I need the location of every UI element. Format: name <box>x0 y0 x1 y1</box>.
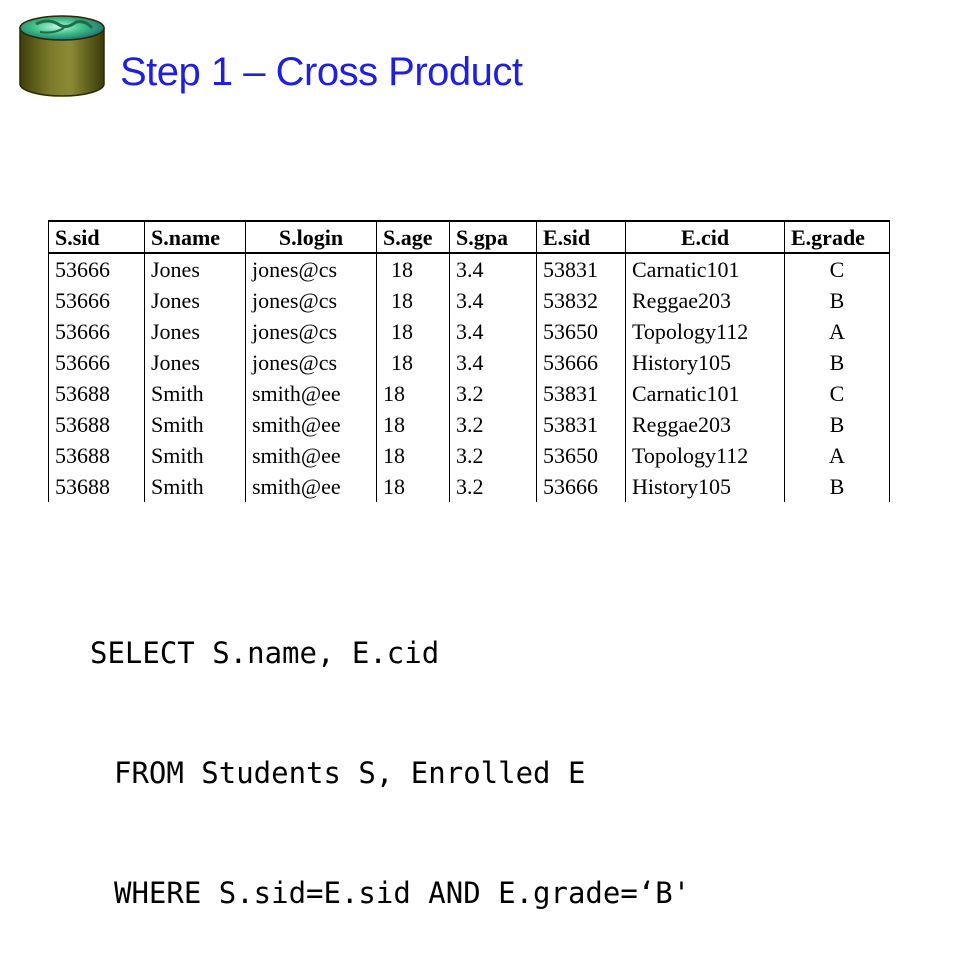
cell-e-sid: 53831 <box>536 409 626 440</box>
database-cylinder-icon <box>19 15 105 97</box>
cell-s-age: 18 <box>376 347 450 378</box>
table-row: 53688 Smith smith@ee 18 3.2 53650 Topolo… <box>48 440 890 471</box>
cell-s-age: 18 <box>376 471 450 502</box>
column-header-s-sid: S.sid <box>48 221 145 253</box>
cell-s-name: Jones <box>144 347 246 378</box>
cell-s-name: Smith <box>144 378 246 409</box>
table-header-row: S.sid S.name S.login S.age S.gpa E.sid E… <box>48 221 890 253</box>
cell-e-sid: 53650 <box>536 440 626 471</box>
cell-s-gpa: 3.2 <box>449 378 537 409</box>
cell-e-sid: 53650 <box>536 316 626 347</box>
cell-s-sid: 53666 <box>48 347 145 378</box>
cell-s-age: 18 <box>376 285 450 316</box>
cell-s-age: 18 <box>376 378 450 409</box>
cell-e-grade: A <box>784 316 890 347</box>
cell-s-sid: 53666 <box>48 316 145 347</box>
table-row: 53666 Jones jones@cs 18 3.4 53832 Reggae… <box>48 285 890 316</box>
cell-s-login: smith@ee <box>245 409 377 440</box>
cell-e-cid: Carnatic101 <box>625 253 785 285</box>
column-header-s-age: S.age <box>376 221 450 253</box>
column-header-s-name: S.name <box>144 221 246 253</box>
cell-e-grade: C <box>784 378 890 409</box>
cell-e-cid: Reggae203 <box>625 285 785 316</box>
cell-s-name: Smith <box>144 440 246 471</box>
table-row: 53688 Smith smith@ee 18 3.2 53831 Carnat… <box>48 378 890 409</box>
cell-s-gpa: 3.2 <box>449 409 537 440</box>
cell-e-cid: Topology112 <box>625 440 785 471</box>
cell-s-gpa: 3.2 <box>449 440 537 471</box>
cell-s-age: 18 <box>376 409 450 440</box>
table-row: 53688 Smith smith@ee 18 3.2 53831 Reggae… <box>48 409 890 440</box>
cell-s-sid: 53688 <box>48 440 145 471</box>
column-header-e-sid: E.sid <box>536 221 626 253</box>
cell-e-grade: C <box>784 253 890 285</box>
cell-s-gpa: 3.4 <box>449 285 537 316</box>
cell-e-sid: 53666 <box>536 471 626 502</box>
cell-s-name: Jones <box>144 253 246 285</box>
slide-title: Step 1 – Cross Product <box>120 50 523 94</box>
sql-line-from: FROM Students S, Enrolled E <box>114 756 586 790</box>
cell-e-sid: 53666 <box>536 347 626 378</box>
column-header-s-login: S.login <box>245 221 377 253</box>
table-row: 53666 Jones jones@cs 18 3.4 53831 Carnat… <box>48 253 890 285</box>
cell-s-login: jones@cs <box>245 347 377 378</box>
cell-s-sid: 53688 <box>48 409 145 440</box>
column-header-e-grade: E.grade <box>784 221 890 253</box>
sql-line-select: SELECT S.name, E.cid <box>90 636 440 670</box>
cell-e-cid: Reggae203 <box>625 409 785 440</box>
cell-e-cid: History105 <box>625 347 785 378</box>
cross-product-table-container: S.sid S.name S.login S.age S.gpa E.sid E… <box>48 220 890 502</box>
cell-s-gpa: 3.4 <box>449 316 537 347</box>
cell-s-name: Smith <box>144 471 246 502</box>
cell-s-sid: 53688 <box>48 471 145 502</box>
cell-e-grade: B <box>784 471 890 502</box>
cell-e-grade: A <box>784 440 890 471</box>
cell-e-grade: B <box>784 347 890 378</box>
cell-s-gpa: 3.2 <box>449 471 537 502</box>
cell-s-sid: 53666 <box>48 253 145 285</box>
table-row: 53688 Smith smith@ee 18 3.2 53666 Histor… <box>48 471 890 502</box>
cell-s-login: smith@ee <box>245 440 377 471</box>
cell-s-name: Jones <box>144 316 246 347</box>
cell-s-age: 18 <box>376 440 450 471</box>
cell-s-age: 18 <box>376 253 450 285</box>
cell-s-login: smith@ee <box>245 378 377 409</box>
cell-s-sid: 53688 <box>48 378 145 409</box>
cell-s-name: Jones <box>144 285 246 316</box>
table-row: 53666 Jones jones@cs 18 3.4 53650 Topolo… <box>48 316 890 347</box>
table-row: 53666 Jones jones@cs 18 3.4 53666 Histor… <box>48 347 890 378</box>
cell-s-login: jones@cs <box>245 316 377 347</box>
cell-s-name: Smith <box>144 409 246 440</box>
cell-e-cid: Topology112 <box>625 316 785 347</box>
column-header-s-gpa: S.gpa <box>449 221 537 253</box>
cell-e-cid: History105 <box>625 471 785 502</box>
sql-query: SELECT S.name, E.cid FROM Students S, En… <box>90 553 690 953</box>
cell-s-login: jones@cs <box>245 285 377 316</box>
cell-e-grade: B <box>784 409 890 440</box>
cell-s-gpa: 3.4 <box>449 347 537 378</box>
cell-s-login: smith@ee <box>245 471 377 502</box>
column-header-e-cid: E.cid <box>625 221 785 253</box>
cell-s-sid: 53666 <box>48 285 145 316</box>
table-body: 53666 Jones jones@cs 18 3.4 53831 Carnat… <box>48 253 890 502</box>
cell-e-cid: Carnatic101 <box>625 378 785 409</box>
cell-s-login: jones@cs <box>245 253 377 285</box>
cell-e-grade: B <box>784 285 890 316</box>
sql-line-where: WHERE S.sid=E.sid AND E.grade=‘B' <box>114 876 691 910</box>
cell-s-age: 18 <box>376 316 450 347</box>
cell-e-sid: 53831 <box>536 253 626 285</box>
cell-s-gpa: 3.4 <box>449 253 537 285</box>
cross-product-table: S.sid S.name S.login S.age S.gpa E.sid E… <box>48 220 890 502</box>
cell-e-sid: 53831 <box>536 378 626 409</box>
cell-e-sid: 53832 <box>536 285 626 316</box>
